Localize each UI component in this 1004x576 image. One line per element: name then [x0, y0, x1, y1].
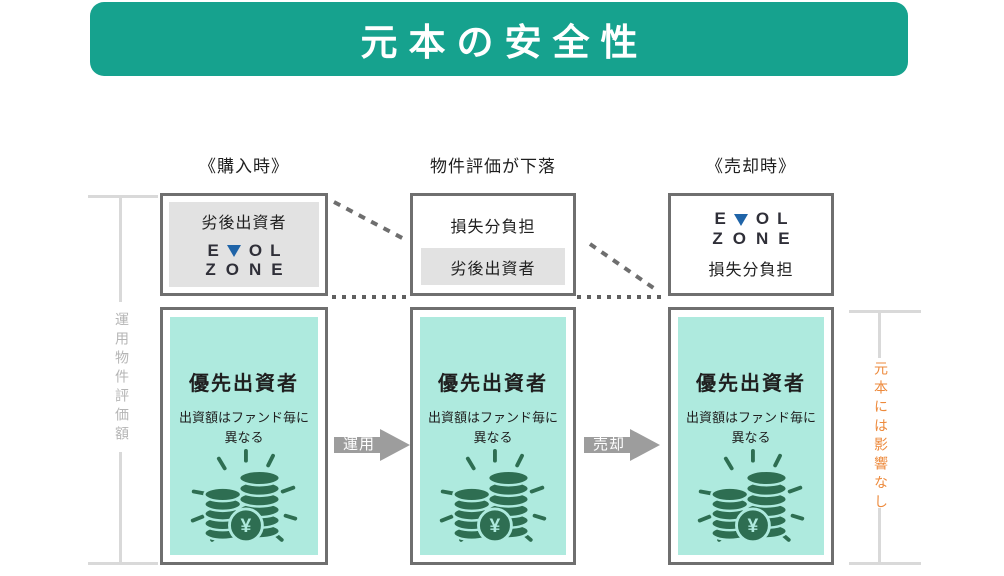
title-banner: 元本の安全性 [90, 2, 908, 76]
coins-icon: ¥ [190, 449, 298, 544]
logo2-v-triangle-icon [733, 213, 748, 226]
logo-line2: ZONE [205, 260, 293, 280]
decline-dashed-line-1 [333, 200, 407, 242]
loss-borne-box-sale: E O L ZONE 損失分負担 [668, 193, 834, 296]
logo2-letter-e: E [714, 209, 726, 229]
header-purchase-time: 《購入時》 [199, 157, 289, 176]
priority-investor-subtitle-2: 出資額はファンド毎に異なる [428, 410, 559, 446]
logo-letter-o: O [248, 240, 263, 260]
yen-symbol-3: ¥ [748, 515, 759, 537]
left-axis-label: 運用物件評価額 [114, 312, 130, 445]
sell-arrow-label: 売却 [592, 436, 625, 453]
loss-burden-label-2: 損失分負担 [708, 261, 794, 279]
coins-icon-3: ¥ [697, 449, 805, 544]
priority-investor-box-purchase: 優先出資者 出資額はファンド毎に異なる [160, 307, 328, 565]
priority-investor-subtitle: 出資額はファンド毎に異なる [179, 410, 310, 446]
loss-box-inner: 損失分負担 劣後出資者 [419, 202, 567, 287]
subordinated-investor-box-purchase: 劣後出資者 E O L ZONE [160, 193, 328, 296]
yen-symbol: ¥ [241, 515, 252, 537]
left-bracket-lower-line [119, 452, 122, 562]
subordinated-investor-label-2: 劣後出資者 [450, 260, 536, 278]
logo-line1: E O L [208, 241, 281, 261]
subordinated-investor-label: 劣後出資者 [201, 215, 287, 233]
left-bracket-bottom-cap [88, 562, 158, 565]
priority-mint-area-1: 優先出資者 出資額はファンド毎に異なる [170, 317, 318, 555]
header-valuation-decline: 物件評価が下落 [430, 157, 556, 176]
subordinated-gray-area: 劣後出資者 E O L ZONE [169, 202, 319, 287]
logo2-line2: ZONE [712, 228, 800, 248]
coins-icon-2: ¥ [439, 449, 547, 544]
priority-investor-box-sale: 優先出資者 出資額はファンド毎に異なる [668, 307, 834, 565]
page-title: 元本の安全性 [360, 22, 649, 63]
priority-investor-title: 優先出資者 [189, 373, 299, 395]
subordinated-remainder-area: 劣後出資者 [421, 248, 565, 285]
priority-investor-subtitle-3: 出資額はファンド毎に異なる [686, 410, 817, 446]
yen-symbol-2: ¥ [490, 515, 501, 537]
evol-zone-logo-2: E O L ZONE [702, 209, 799, 248]
decline-dashed-line-2 [588, 242, 657, 291]
operate-arrow-label: 運用 [342, 436, 375, 453]
priority-mint-area-3: 優先出資者 出資額はファンド毎に異なる [678, 317, 824, 555]
priority-investor-box-decline: 優先出資者 出資額はファンド毎に異なる [410, 307, 576, 565]
sale-box-inner: E O L ZONE 損失分負担 [677, 202, 825, 287]
right-bracket-top-cap [849, 310, 921, 313]
left-bracket-upper-line [119, 195, 122, 302]
logo2-letter-o: O [755, 209, 770, 229]
logo2-line1: E O L [715, 209, 788, 229]
logo-v-triangle-icon [226, 244, 241, 257]
loss-burden-label: 損失分負担 [450, 219, 536, 236]
priority-investor-title-2: 優先出資者 [438, 373, 548, 395]
logo-letter-l: L [270, 240, 281, 260]
right-bracket-lower-line [878, 508, 881, 562]
right-bracket-upper-line [878, 310, 881, 358]
priority-investor-title-3: 優先出資者 [696, 373, 806, 395]
right-axis-label: 元本には影響なし [873, 361, 889, 513]
evol-zone-logo: E O L ZONE [195, 241, 292, 280]
loss-absorption-box-decline: 損失分負担 劣後出資者 [410, 193, 576, 296]
sell-arrow: 売却 [584, 429, 660, 461]
logo-letter-e: E [207, 240, 219, 260]
logo2-letter-l: L [777, 209, 788, 229]
left-bracket-top-cap [88, 195, 158, 198]
header-sale-time: 《売却時》 [706, 157, 796, 176]
right-bracket-bottom-cap [849, 562, 921, 565]
priority-mint-area-2: 優先出資者 出資額はファンド毎に異なる [420, 317, 566, 555]
operate-arrow: 運用 [334, 429, 410, 461]
